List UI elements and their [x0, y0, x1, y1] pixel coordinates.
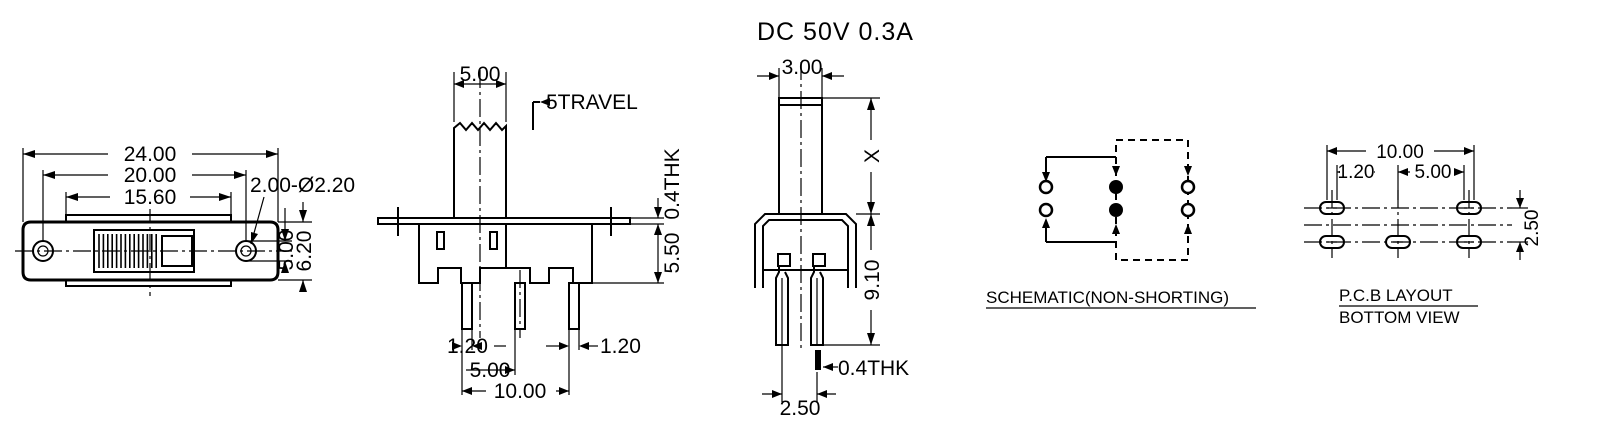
rating-title: DC 50V 0.3A	[757, 18, 914, 46]
pcb-caption-title: P.C.B LAYOUT	[1339, 286, 1453, 305]
pcb-dim-row: 2.50	[1522, 210, 1543, 247]
dim-actuator-thickness: 3.00	[782, 56, 823, 79]
schematic-caption: SCHEMATIC(NON-SHORTING)	[986, 288, 1229, 307]
pcb-dim-pitch: 5.00	[1415, 162, 1452, 183]
dim-body-length: 15.60	[124, 186, 177, 209]
plate-thickness: 0.4THK	[661, 148, 684, 219]
top-view: 24.00 20.00 15.60 2.00-Ø2.20 5.00 6.20	[15, 140, 355, 296]
dim-pin-pitch: 5.00	[470, 359, 511, 382]
dim-body-height: 5.50	[661, 233, 684, 274]
dim-pin-right: 1.20	[600, 335, 641, 358]
side-view: 3.00 X 9.10 0.4THK 2.50	[754, 56, 909, 420]
dim-hole-spacing: 20.00	[124, 164, 177, 187]
dim-actuator-width: 5.00	[460, 63, 501, 86]
dim-overall-length: 24.00	[124, 143, 177, 166]
front-view: 5.00 5TRAVEL 0.4THK 5.50 1.20 1.20 5	[377, 63, 684, 403]
pcb-dim-pad: 1.20	[1338, 162, 1375, 183]
dim-pin-span: 10.00	[494, 380, 547, 403]
pcb-layout: 10.00 1.20 5.00 2.50 P.C.B LAYOUT BOTTOM…	[1304, 138, 1543, 327]
dim-hole-height: 5.00	[275, 230, 298, 271]
dim-height: 9.10	[861, 260, 884, 301]
dim-pin-spacing: 2.50	[780, 397, 821, 420]
dim-pin-left: 1.20	[447, 335, 488, 358]
dim-plate-height: 6.20	[293, 231, 316, 272]
travel-label: 5TRAVEL	[546, 91, 638, 114]
pcb-dim-span: 10.00	[1376, 142, 1424, 163]
pin-thickness: 0.4THK	[838, 357, 909, 380]
pcb-caption-view: BOTTOM VIEW	[1339, 308, 1460, 327]
dim-x: X	[861, 149, 884, 163]
schematic: SCHEMATIC(NON-SHORTING)	[986, 139, 1256, 309]
dim-hole-diameter: 2.00-Ø2.20	[250, 174, 355, 197]
